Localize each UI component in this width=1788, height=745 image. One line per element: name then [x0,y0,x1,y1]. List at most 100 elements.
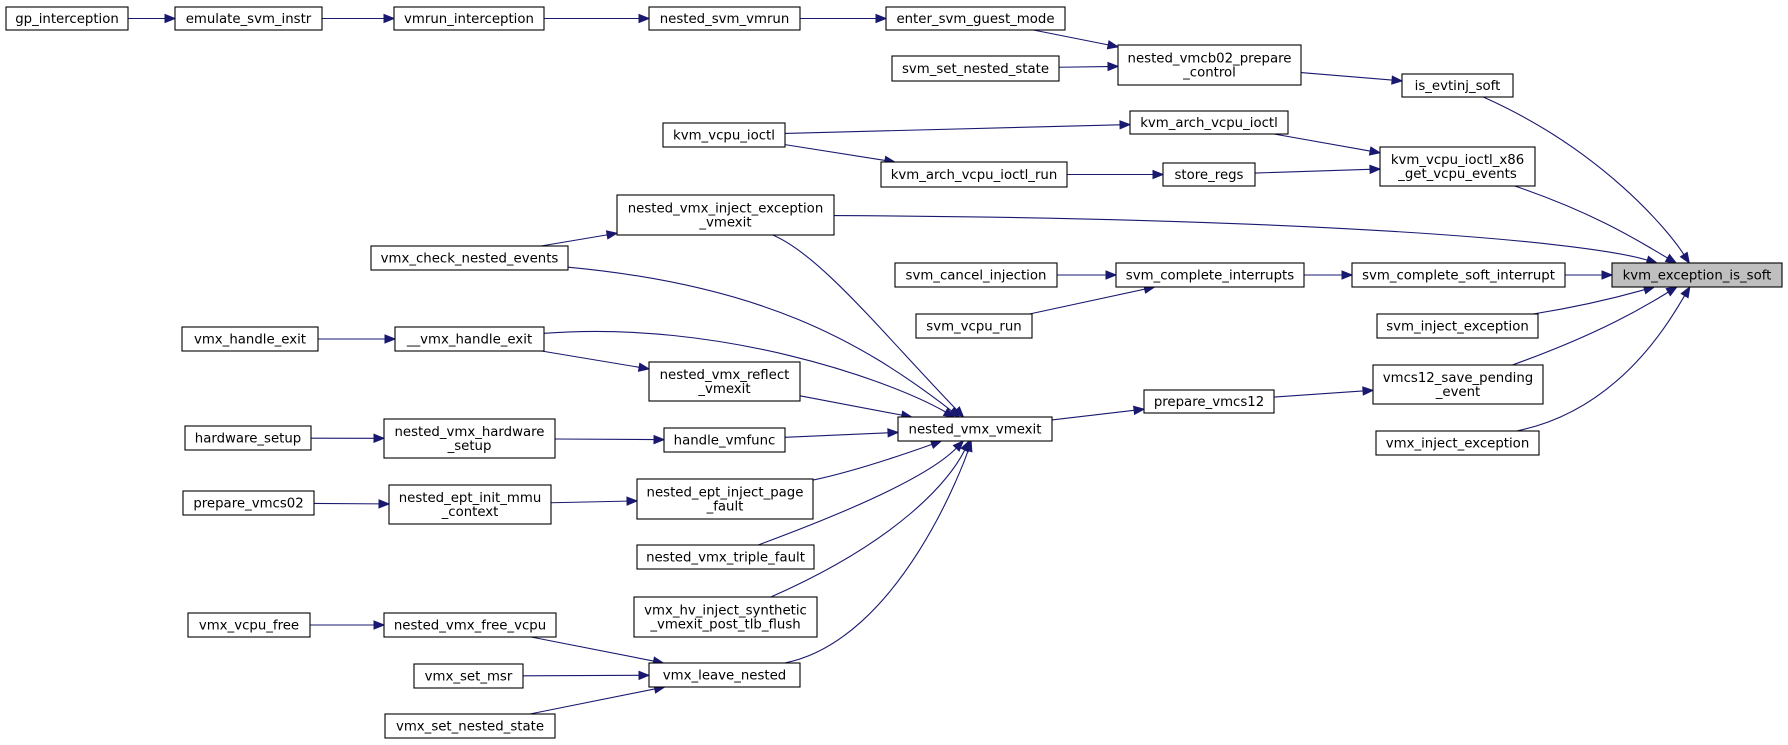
edge-line [1029,288,1145,315]
node-nested-vmx-inject-exception-vmexit[interactable]: nested_vmx_inject_exception_vmexit [616,194,835,236]
node-vmx-handle-exit[interactable]: vmx_handle_exit [181,326,319,352]
arrowhead-icon [1665,286,1678,297]
node-box [648,361,801,402]
node-label: nested_vmx_free_vcpu [394,619,546,634]
node-nested-vmx-vmexit[interactable]: nested_vmx_vmexit [897,416,1053,442]
node---vmx-handle-exit[interactable]: __vmx_handle_exit [394,326,545,352]
arrowhead-icon [638,670,651,681]
node-hardware-setup[interactable]: hardware_setup [184,425,312,451]
node-vmx-leave-nested[interactable]: vmx_leave_nested [648,662,801,688]
node-vmx-set-msr[interactable]: vmx_set_msr [413,663,524,689]
node-label: svm_complete_interrupts [1126,269,1294,284]
node-enter-svm-guest-mode[interactable]: enter_svm_guest_mode [885,6,1066,31]
node-gp-interception[interactable]: gp_interception [5,6,129,31]
node-svm-inject-exception[interactable]: svm_inject_exception [1376,313,1539,339]
node-label: kvm_exception_is_soft [1623,269,1772,284]
node-kvm-arch-vcpu-ioctl[interactable]: kvm_arch_vcpu_ioctl [1129,110,1289,135]
node-vmx-hv-inject-synthetic-vmexit-post-tlb-flush[interactable]: vmx_hv_inject_synthetic_vmexit_post_tlb_… [633,596,818,638]
node-label: nested_vmx_vmexit [909,423,1042,438]
node-nested-vmx-free-vcpu[interactable]: nested_vmx_free_vcpu [383,612,557,638]
node-box [1401,73,1514,98]
node-nested-vmcb02-prepare-control[interactable]: nested_vmcb02_prepare_control [1117,44,1302,86]
node-nested-vmx-triple-fault[interactable]: nested_vmx_triple_fault [636,544,815,570]
node-svm-vcpu-run[interactable]: svm_vcpu_run [915,313,1033,339]
edge-store_regs-to-kvm_vcpu_ioctl_x86_get_vcpu_events [1254,164,1382,175]
node-label: _vmexit [698,216,751,231]
arrowhead-icon [963,439,973,453]
node-box [413,663,524,689]
edge-nested_vmx_triple_fault-to-nested_vmx_vmexit [757,440,965,546]
node-vmx-set-nested-state[interactable]: vmx_set_nested_state [384,713,556,739]
node-label: svm_vcpu_run [926,320,1021,335]
node-label: nested_vmx_reflect [660,368,790,383]
node-vmcs12-save-pending-event[interactable]: vmcs12_save_pending_event [1372,364,1544,405]
node-label: _context [441,505,499,520]
edge-__vmx_handle_exit-to-nested_vmx_reflect_vmexit [541,350,651,372]
edge-svm_cancel_injection-to-svm_complete_interrupts [1057,270,1118,280]
node-vmx-check-nested-events[interactable]: vmx_check_nested_events [370,245,569,271]
node-label: vmx_vcpu_free [199,619,299,634]
node-nested-svm-vmrun[interactable]: nested_svm_vmrun [648,6,801,31]
node-kvm-vcpu-ioctl[interactable]: kvm_vcpu_ioctl [662,122,786,148]
edge-kvm_arch_vcpu_ioctl_run-to-store_regs [1067,169,1165,180]
edge-line [1273,390,1364,398]
node-prepare-vmcs12[interactable]: prepare_vmcs12 [1143,389,1275,414]
node-label: nested_vmcb02_prepare [1128,52,1292,67]
node-kvm-vcpu-ioctl-x86-get-vcpu-events[interactable]: kvm_vcpu_ioctl_x86_get_vcpu_events [1379,146,1536,187]
arrowhead-icon [164,13,177,24]
node-box [648,662,801,688]
node-svm-cancel-injection[interactable]: svm_cancel_injection [894,262,1058,288]
edge-is_evtinj_soft-to-kvm_exception_is_soft [1483,96,1690,265]
node-box [384,713,556,739]
node-is-evtinj-soft[interactable]: is_evtinj_soft [1401,73,1514,98]
arrowhead-icon [1664,253,1678,264]
node-label: kvm_arch_vcpu_ioctl [1140,116,1278,131]
node-box [184,425,312,451]
node-nested-ept-inject-page-fault[interactable]: nested_ept_inject_page_fault [636,478,814,520]
node-label: _event [1435,385,1481,400]
node-box [1117,44,1302,86]
node-label: prepare_vmcs02 [193,497,303,512]
arrowhead-icon [638,13,651,24]
node-vmx-vcpu-free[interactable]: vmx_vcpu_free [187,612,311,638]
edge-line [1273,133,1371,152]
edge-vmx_vcpu_free-to-nested_vmx_free_vcpu [310,620,386,630]
node-box [897,416,1053,442]
edge-nested_vmx_inject_exception_vmexit-to-kvm_exception_is_soft [833,215,1659,265]
edge-nested_vmx_free_vcpu-to-vmx_leave_nested [530,636,665,666]
node-box [182,490,315,516]
node-label: nested_vmx_hardware [395,425,545,440]
edge-svm_complete_soft_interrupt-to-kvm_exception_is_soft [1565,270,1614,280]
node-box [1611,262,1783,288]
node-box [383,612,557,638]
node-vmrun-interception[interactable]: vmrun_interception [393,6,545,31]
node-store-regs[interactable]: store_regs [1162,162,1256,187]
node-vmx-inject-exception[interactable]: vmx_inject_exception [1375,430,1540,456]
node-label: kvm_vcpu_ioctl_x86 [1391,153,1524,168]
node-box [1375,430,1540,456]
node-svm-complete-interrupts[interactable]: svm_complete_interrupts [1115,262,1305,288]
edge-nested_vmcb02_prepare_control-to-is_evtinj_soft [1300,72,1404,85]
node-kvm-arch-vcpu-ioctl-run[interactable]: kvm_arch_vcpu_ioctl_run [880,161,1068,188]
node-box [885,6,1066,31]
node-nested-ept-init-mmu-context[interactable]: nested_ept_init_mmu_context [388,484,552,525]
node-label: _vmexit [697,382,750,397]
node-prepare-vmcs02[interactable]: prepare_vmcs02 [182,490,315,516]
arrowhead-icon [1391,75,1404,85]
node-box [616,194,835,236]
node-svm-complete-soft-interrupt[interactable]: svm_complete_soft_interrupt [1351,262,1566,288]
node-nested-vmx-reflect-vmexit[interactable]: nested_vmx_reflect_vmexit [648,361,801,402]
node-label: prepare_vmcs12 [1154,395,1264,410]
edge-kvm_vcpu_ioctl-to-kvm_arch_vcpu_ioctl [784,120,1132,134]
edge-line [1300,72,1393,81]
node-label: enter_svm_guest_mode [896,12,1054,27]
edge-line [812,443,933,481]
node-handle-vmfunc[interactable]: handle_vmfunc [663,427,786,453]
node-kvm-exception-is-soft[interactable]: kvm_exception_is_soft [1611,262,1783,288]
arrowhead-icon [1368,146,1382,156]
node-nested-vmx-hardware-setup[interactable]: nested_vmx_hardware_setup [383,418,556,459]
node-svm-set-nested-state[interactable]: svm_set_nested_state [891,55,1060,82]
edge-hardware_setup-to-nested_vmx_hardware_setup [310,433,386,444]
node-emulate-svm-instr[interactable]: emulate_svm_instr [174,6,323,31]
